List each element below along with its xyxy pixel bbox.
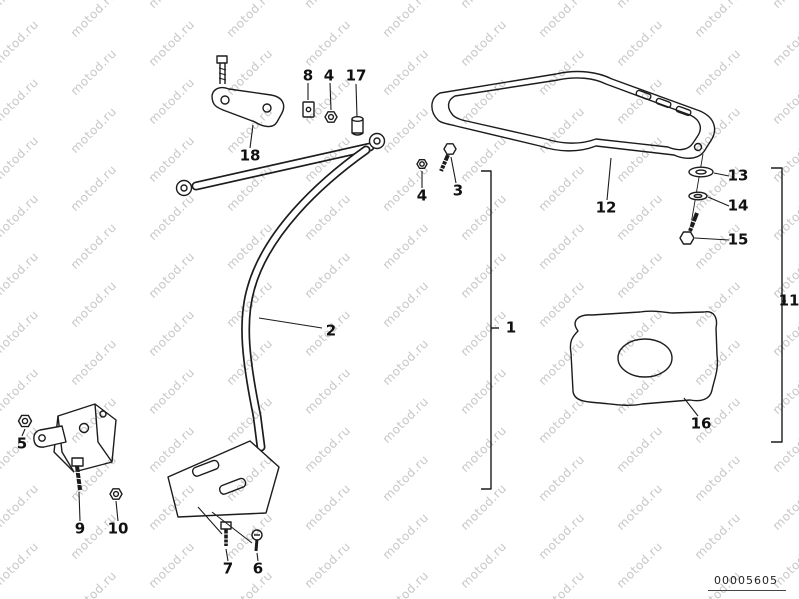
nut-4-bottom-drawing [416, 159, 428, 169]
doc-number: 00005605 [714, 574, 778, 587]
clamp-8-drawing [302, 101, 315, 118]
washers-13-14-bolt-15-drawing [679, 153, 714, 245]
part-callout-3: 3 [452, 181, 464, 200]
part-callout-9: 9 [74, 519, 86, 538]
part-callout-6: 6 [252, 559, 264, 578]
leader-lines [21, 82, 730, 562]
part-callout-12: 12 [595, 198, 617, 217]
nut-4-top-drawing [324, 111, 338, 123]
rack-12-drawing [431, 70, 716, 159]
part-callout-14: 14 [727, 196, 749, 215]
part-callout-2: 2 [325, 321, 337, 340]
assembly-bracket-11-line [771, 167, 786, 443]
bolt-7-drawing [220, 521, 232, 546]
bolt-3-drawing [439, 143, 457, 172]
part-callout-1: 1 [505, 318, 517, 337]
frame-2-drawing [167, 132, 386, 518]
part-callout-10: 10 [107, 519, 129, 538]
part-callout-8: 8 [302, 66, 314, 85]
assembly-bracket-1-line [481, 170, 499, 490]
part-callout-17: 17 [345, 66, 367, 85]
part-callout-5: 5 [16, 434, 28, 453]
part-callout-4b: 4 [416, 186, 428, 205]
bracket-18-drawing [211, 55, 285, 128]
spacer-17-drawing [351, 115, 364, 136]
part-callout-16: 16 [690, 414, 712, 433]
bolt-9-drawing [71, 457, 85, 491]
part-callout-4a: 4 [323, 66, 335, 85]
part-callout-15: 15 [727, 230, 749, 249]
mount-bracket-drawing [33, 403, 117, 473]
gasket-16-drawing [569, 310, 719, 406]
part-callout-18: 18 [239, 146, 261, 165]
nut-10-drawing [109, 488, 123, 500]
screw-6-drawing [251, 529, 263, 552]
part-callout-7: 7 [222, 559, 234, 578]
part-callout-11: 11 [778, 291, 799, 310]
nut-5-drawing [17, 414, 33, 428]
doc-number-underline [708, 590, 786, 591]
part-callout-13: 13 [727, 166, 749, 185]
